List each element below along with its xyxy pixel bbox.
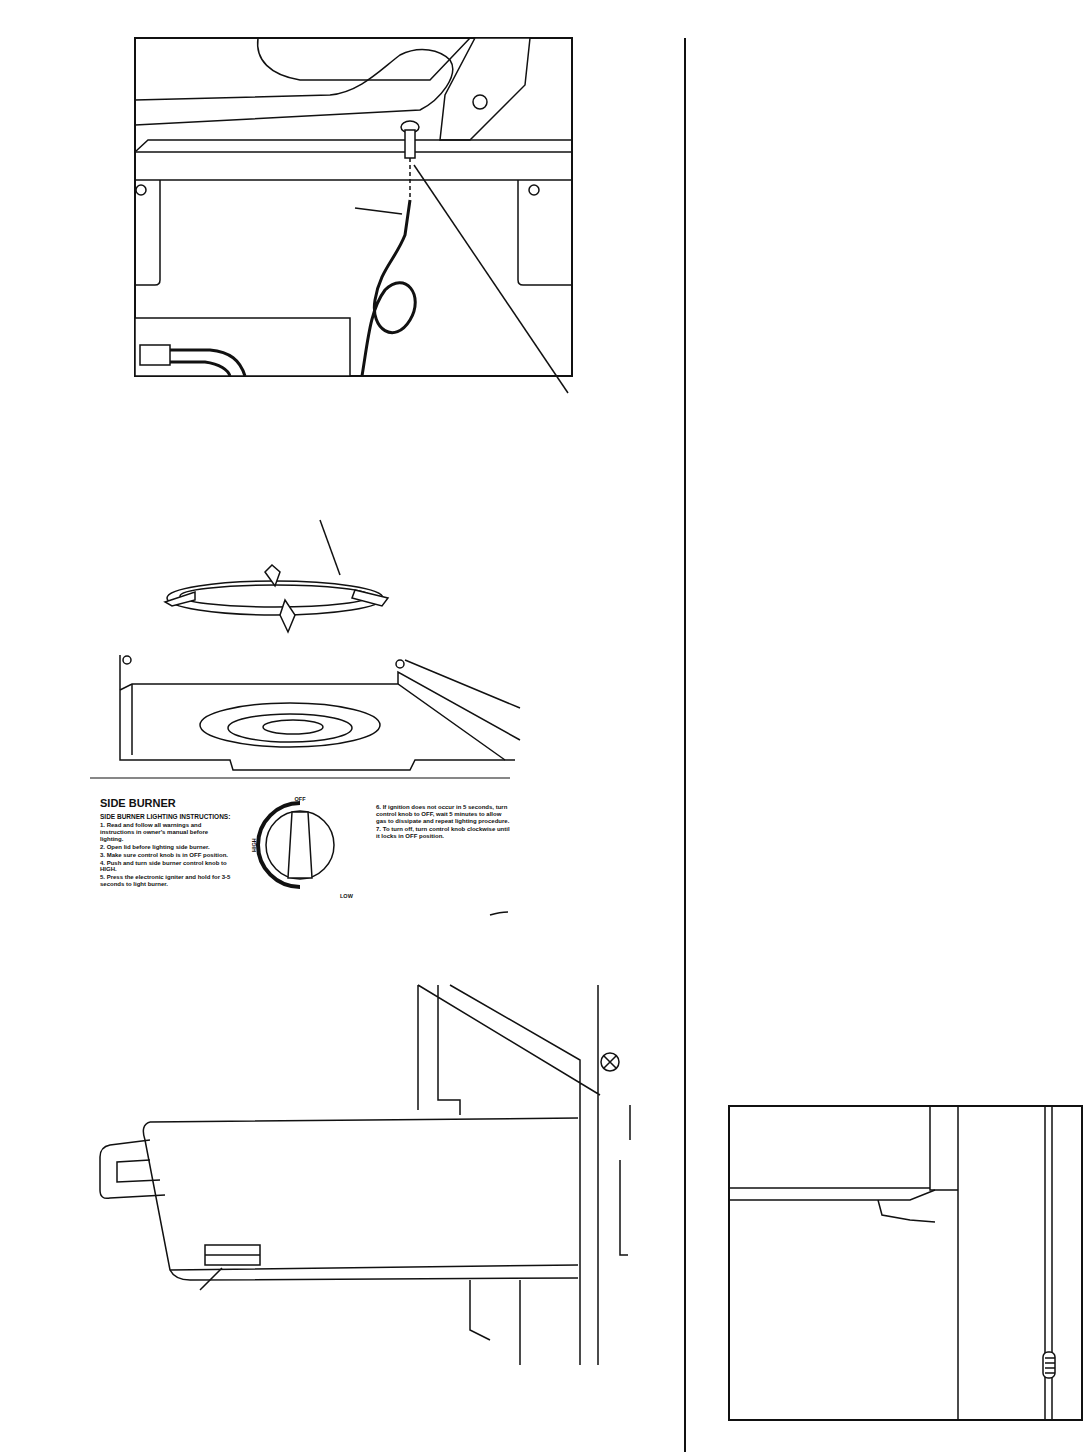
knob-label: HIGH <box>251 838 257 852</box>
panel-heading: SIDE BURNER <box>100 797 232 810</box>
knob-label: LOW <box>340 893 353 899</box>
instruction-step: 1. Read and follow all warnings and inst… <box>100 822 232 843</box>
instruction-step: 6. If ignition does not occur in 5 secon… <box>376 804 512 825</box>
instruction-step: 7. To turn off, turn control knob clockw… <box>376 826 512 840</box>
instruction-step: 2. Open lid before lighting side burner. <box>100 844 232 851</box>
knob-label: OFF <box>295 796 306 802</box>
instruction-step: 3. Make sure control knob is in OFF posi… <box>100 852 232 859</box>
instruction-column: SIDE BURNER SIDE BURNER LIGHTING INSTRUCT… <box>100 797 232 889</box>
instruction-step: 5. Press the electronic igniter and hold… <box>100 874 232 888</box>
instructions-heading: SIDE BURNER LIGHTING INSTRUCTIONS: <box>100 813 232 820</box>
instruction-step: 4. Push and turn side burner control kno… <box>100 860 232 874</box>
instruction-column: 6. If ignition does not occur in 5 secon… <box>376 804 512 840</box>
